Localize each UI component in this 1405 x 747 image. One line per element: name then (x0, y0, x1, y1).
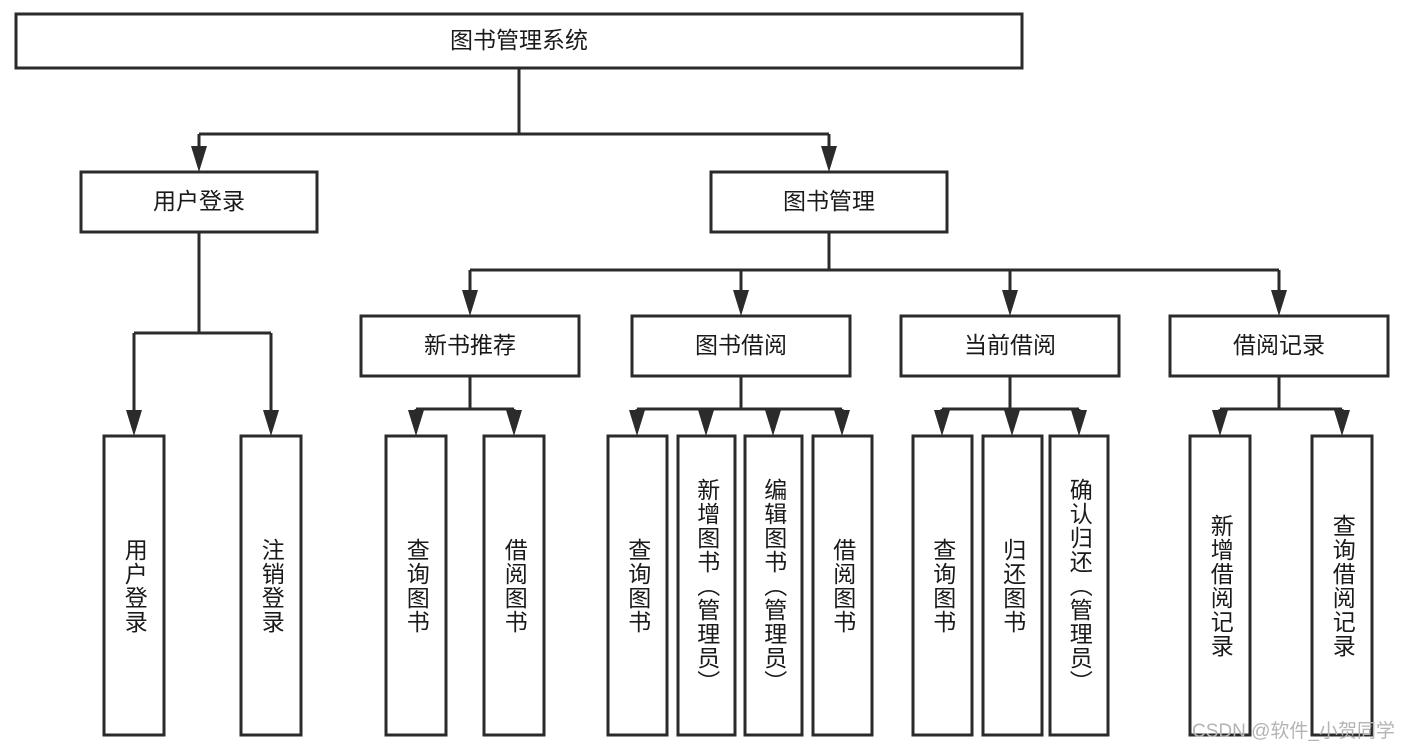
node-l3-新书推荐-0-box[interactable] (359, 314, 581, 378)
node-root-图书管理系统-0-label: 图书管理系统 (450, 27, 588, 53)
node-l3-新书推荐-0-label: 新书推荐 (424, 332, 516, 358)
node-leaf-新增借阅记录-11-box[interactable] (1188, 434, 1252, 737)
arrow-head-icon (506, 410, 522, 436)
node-leaf-编辑图书管理员-6-box[interactable] (743, 434, 804, 737)
node-l2-用户登录-0-label: 用户登录 (153, 188, 245, 214)
arrow-head-icon (698, 410, 714, 436)
arrow-head-icon (263, 410, 279, 436)
arrow-head-icon (408, 410, 424, 436)
node-leaf-查询图书-4-box[interactable] (606, 434, 669, 737)
node-l2-用户登录-0-box[interactable] (79, 170, 319, 234)
connector-图书管理系统 (191, 68, 837, 172)
node-leaf-查询图书-8-box[interactable] (911, 434, 974, 737)
arrow-head-icon (126, 410, 142, 436)
node-l3-图书借阅-1-label: 图书借阅 (695, 332, 787, 358)
arrow-head-icon (765, 410, 781, 436)
node-l2-图书管理-1-label: 图书管理 (783, 188, 875, 214)
node-leaf-归还图书-9-box[interactable] (981, 434, 1044, 737)
node-leaf-查询借阅记录-12-box[interactable] (1310, 434, 1374, 737)
node-leaf-确认归还管理员-10-box[interactable] (1048, 434, 1110, 737)
arrow-head-icon (934, 410, 950, 436)
arrow-head-icon (1071, 410, 1087, 436)
csdn-watermark: CSDN @软件_小贺同学 (1192, 721, 1395, 742)
node-l3-当前借阅-2-box[interactable] (899, 314, 1121, 378)
connector-layer (126, 68, 1350, 436)
arrow-head-icon (1271, 290, 1287, 316)
node-l3-借阅记录-3-box[interactable] (1168, 314, 1390, 378)
node-leaf-用户登录-0-box[interactable] (102, 434, 166, 737)
arrow-head-icon (821, 146, 837, 172)
connector-用户登录 (126, 232, 279, 436)
arrow-head-icon (1212, 410, 1228, 436)
node-leaf-借阅图书-3-box[interactable] (482, 434, 546, 737)
node-leaf-借阅图书-7-box[interactable] (811, 434, 874, 737)
arrow-head-icon (629, 410, 645, 436)
connector-图书管理 (462, 232, 1287, 316)
connector-新书推荐 (408, 376, 522, 436)
node-l3-当前借阅-2-label: 当前借阅 (964, 332, 1056, 358)
arrow-head-icon (834, 410, 850, 436)
arrow-head-icon (462, 290, 478, 316)
node-leaf-新增图书管理员-5-box[interactable] (676, 434, 737, 737)
arrow-head-icon (733, 290, 749, 316)
node-l3-借阅记录-3-label: 借阅记录 (1233, 332, 1325, 358)
arrow-head-icon (191, 146, 207, 172)
node-box-layer (14, 12, 1390, 737)
node-leaf-查询图书-2-box[interactable] (384, 434, 448, 737)
arrow-head-icon (1002, 290, 1018, 316)
arrow-head-icon (1334, 410, 1350, 436)
node-root-图书管理系统-0-box[interactable] (14, 12, 1024, 70)
connector-图书借阅 (629, 376, 850, 436)
node-leaf-注销登录-1-box[interactable] (239, 434, 303, 737)
connector-当前借阅 (934, 376, 1087, 436)
node-l2-图书管理-1-box[interactable] (709, 170, 949, 234)
arrow-head-icon (1004, 410, 1020, 436)
connector-借阅记录 (1212, 376, 1350, 436)
node-l3-图书借阅-1-box[interactable] (630, 314, 852, 378)
